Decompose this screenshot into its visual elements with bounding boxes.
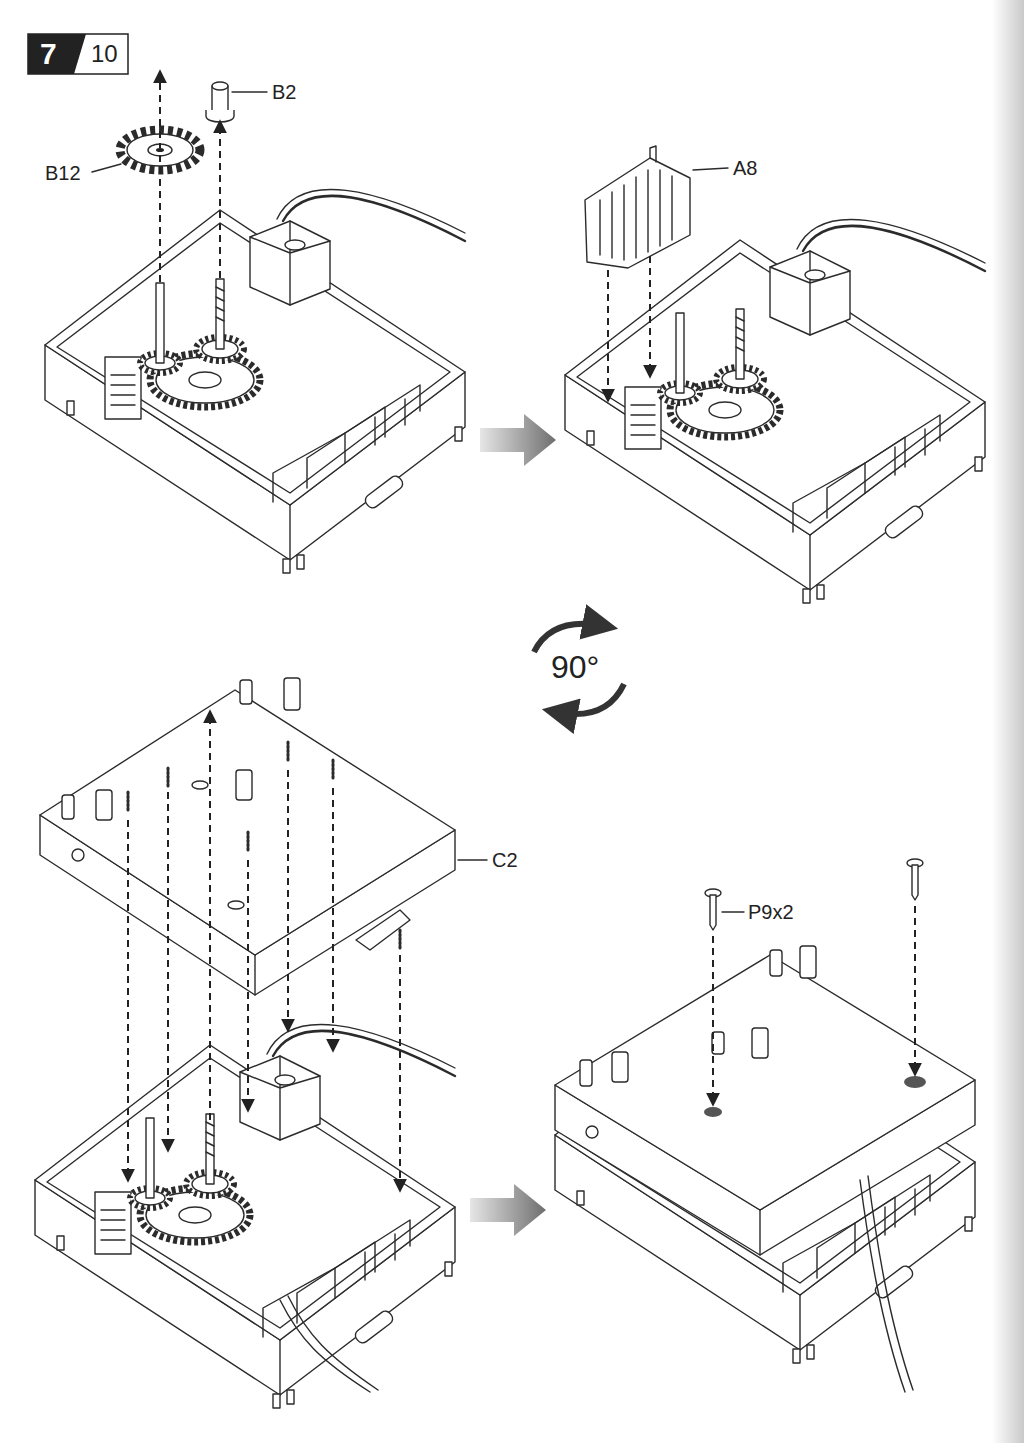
part-label-holder: B12	[45, 161, 81, 185]
lid-part	[236, 770, 252, 800]
lid-part	[40, 690, 455, 955]
assembly-arrow	[159, 72, 161, 282]
leader-line	[232, 91, 267, 92]
step-number: 7	[40, 36, 57, 72]
wire	[280, 1296, 378, 1392]
part-label: B2	[272, 80, 296, 104]
assembly-arrow	[914, 906, 916, 1074]
assembly-arrow	[219, 122, 221, 278]
assembly-arrow	[649, 256, 651, 376]
spring-part	[399, 930, 402, 948]
leader-line	[722, 911, 744, 912]
grille-part	[600, 170, 672, 260]
step-arrow	[480, 414, 556, 466]
assembly-arrow	[209, 712, 211, 1120]
assembly-arrow	[607, 270, 609, 400]
lid-part	[240, 680, 252, 704]
step-arrow	[470, 1184, 546, 1236]
rotation-symbol	[534, 624, 624, 714]
gearbox-drawing	[770, 950, 782, 976]
spring-part	[127, 792, 130, 812]
rotation-symbol	[556, 684, 624, 714]
gearbox-drawing	[759, 1210, 760, 1255]
gearbox-drawing	[105, 189, 465, 419]
spring-part	[287, 742, 290, 762]
rotation-angle: 90°	[551, 648, 599, 686]
lid-part	[284, 678, 300, 710]
assembly-arrow	[160, 72, 220, 282]
part-label-holder: C2	[492, 848, 518, 872]
lid-part	[356, 910, 410, 950]
step-badge	[28, 34, 86, 74]
part-label-holder: P9x2	[748, 900, 794, 924]
gearbox-drawing	[555, 946, 975, 1392]
step-total: 10	[91, 40, 118, 69]
lid-part	[254, 955, 255, 995]
step-number-holder: 7	[40, 36, 57, 72]
assembly-arrow	[287, 770, 289, 1030]
shaft-part	[212, 82, 228, 90]
leader-line	[92, 92, 267, 172]
lid-part	[72, 849, 84, 861]
part-label: C2	[492, 848, 518, 872]
assembly-arrow	[127, 820, 129, 1180]
part-label-holder: B2	[272, 80, 296, 104]
lid-part	[228, 901, 244, 909]
gearbox-drawing	[580, 1060, 592, 1086]
part-label: B12	[45, 161, 81, 185]
leader-line	[92, 164, 121, 172]
rotation-symbol	[534, 624, 604, 652]
gearbox-drawing	[586, 1126, 598, 1138]
screw-part	[704, 859, 926, 1117]
gearbox-drawing	[752, 1028, 768, 1058]
grille-part	[585, 146, 690, 268]
gearbox-drawing	[625, 219, 985, 449]
part-label: P9x2	[748, 900, 794, 924]
lid-part	[192, 781, 208, 789]
assembly-arrow	[712, 936, 714, 1104]
screw-part	[904, 1076, 926, 1088]
shaft-part	[206, 110, 234, 122]
assembly-arrow	[167, 792, 169, 1150]
gearbox-drawing	[860, 1176, 913, 1392]
shaft-part	[206, 82, 234, 122]
gearbox-drawing	[45, 189, 465, 573]
screw-part	[912, 865, 918, 900]
lid-part	[96, 790, 112, 820]
step-badge	[28, 34, 128, 74]
assembly-arrow	[399, 955, 401, 1190]
gearbox-drawing	[612, 1052, 628, 1082]
gearbox-drawing	[555, 955, 975, 1210]
grille-part	[650, 146, 656, 162]
screw-part	[710, 895, 716, 930]
spring-part	[332, 760, 335, 780]
assembly-arrow	[713, 906, 915, 1104]
assembly-arrow	[247, 860, 249, 1110]
grille-part	[585, 158, 690, 268]
gearbox-drawing	[800, 946, 816, 978]
assembly-arrow	[332, 788, 334, 1050]
lid-part	[62, 795, 74, 819]
rotation-angle-holder: 90°	[551, 648, 599, 686]
gearbox-drawing	[35, 1024, 455, 1408]
step-badge	[28, 34, 128, 74]
leader-line	[693, 168, 728, 170]
part-label: A8	[733, 156, 757, 180]
assembly-arrow	[128, 712, 400, 1190]
screw-part	[704, 1107, 722, 1117]
gearbox-drawing	[565, 219, 985, 603]
spring-part	[167, 768, 170, 786]
leader-line	[458, 859, 487, 860]
spring-part	[247, 832, 250, 852]
step-total-holder: 10	[91, 40, 118, 69]
page-shadow	[992, 0, 1024, 1443]
assembly-arrow	[608, 256, 650, 400]
part-label-holder: A8	[733, 156, 757, 180]
